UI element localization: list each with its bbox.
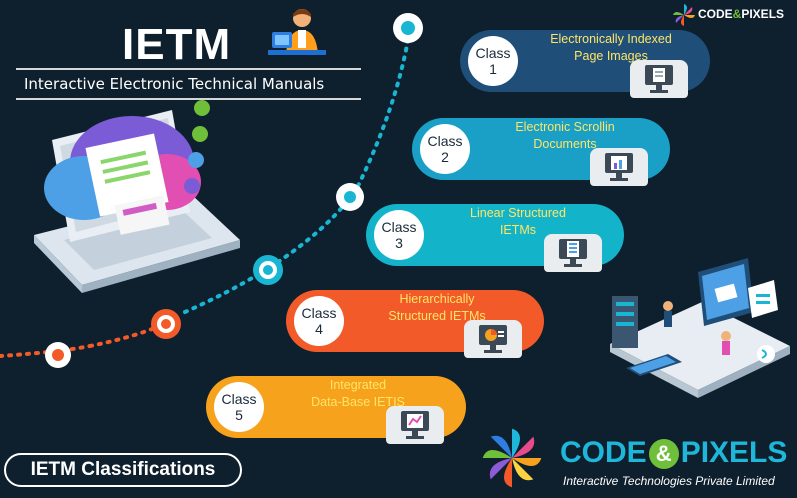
class-number: 5 <box>235 407 243 423</box>
ring-marker <box>253 255 283 285</box>
class-card-5: Class 5 Integrated Data-Base IETIS <box>206 376 466 444</box>
class-label-line1: Linear Structured <box>470 206 566 220</box>
class-card-1: Class 1 Electronically Indexed Page Imag… <box>460 30 710 98</box>
class-badge: Class 1 <box>468 36 518 86</box>
monitor-icon-tray <box>386 406 444 444</box>
subtitle: Interactive Electronic Technical Manuals <box>24 75 325 93</box>
brand-name-amp: & <box>648 439 679 470</box>
monitor-icon-tray <box>590 148 648 186</box>
class-number: 4 <box>315 321 323 337</box>
brand-name-pixels: PIXELS <box>680 436 788 469</box>
class-label-line1: Integrated <box>329 378 387 392</box>
class-label-line1: Hierarchically <box>399 292 475 306</box>
class-badge: Class 3 <box>374 210 424 260</box>
class-label-line2: Structured IETMs <box>388 309 486 323</box>
monitor-icon-tray <box>464 320 522 358</box>
ring-marker <box>45 342 71 368</box>
class-label-line2: IETMs <box>499 223 537 237</box>
brand-name-pixels: PIXELS <box>741 7 785 21</box>
class-label-line1: Electronic Scrollin <box>515 120 615 134</box>
classification-label: IETM Classifications <box>4 453 242 487</box>
class-number: 1 <box>489 61 497 77</box>
class-label: Electronically Indexed Page Images <box>522 24 700 72</box>
ring-marker <box>336 183 364 211</box>
ring-marker <box>393 13 423 43</box>
class-card-2: Class 2 Electronic Scrollin Documents <box>412 118 670 186</box>
class-badge: Class 2 <box>420 124 470 174</box>
class-card-4: Class 4 Hierarchically Structured IETMs <box>286 290 544 358</box>
class-label-line1: Electronically Indexed <box>550 32 672 46</box>
class-number: 3 <box>395 235 403 251</box>
class-badge: Class 5 <box>214 382 264 432</box>
ring-marker <box>151 309 181 339</box>
pinwheel-logo-icon <box>673 4 695 26</box>
class-word: Class <box>475 45 511 61</box>
cloud-laptop-illustration <box>34 100 240 293</box>
divider <box>16 98 361 100</box>
person-at-desk-icon <box>268 9 326 55</box>
database-chart-icon <box>401 411 429 439</box>
class-word: Class <box>381 219 417 235</box>
brand-name-amp: & <box>732 7 742 21</box>
class-label: Linear Structured IETMs <box>428 198 608 246</box>
class-number: 2 <box>441 149 449 165</box>
class-label: Integrated Data-Base IETIS <box>268 370 448 418</box>
brand-name-code: CODE <box>560 436 647 469</box>
class-label-line2: Documents <box>533 137 597 151</box>
class-card-3: Class 3 Linear Structured IETMs <box>366 204 624 272</box>
monitor-icon-tray <box>630 60 688 98</box>
brand-tagline: Interactive Technologies Private Limited <box>563 474 775 488</box>
monitor-icon-tray <box>544 234 602 272</box>
class-label: Electronic Scrollin Documents <box>474 112 656 160</box>
scroll-document-icon <box>605 153 633 181</box>
class-label-line2: Data-Base IETIS <box>311 395 405 409</box>
class-word: Class <box>301 305 337 321</box>
class-label-line2: Page Images <box>574 49 648 63</box>
class-word: Class <box>221 391 257 407</box>
divider <box>16 68 361 70</box>
document-page-icon <box>645 65 673 93</box>
class-word: Class <box>427 133 463 149</box>
brand-logo: CODE&PIXELS <box>560 436 787 470</box>
brand-logo-small: CODE&PIXELS <box>698 7 784 21</box>
brand-name-code: CODE <box>698 7 733 21</box>
class-label: Hierarchically Structured IETMs <box>348 284 526 332</box>
page-title: IETM <box>122 20 232 69</box>
linear-structure-icon <box>559 239 587 267</box>
pinwheel-logo-icon <box>482 428 542 488</box>
hierarchy-chart-icon <box>479 325 507 353</box>
isometric-datacenter-illustration <box>610 258 790 398</box>
class-badge: Class 4 <box>294 296 344 346</box>
subtitle-bar: Interactive Electronic Technical Manuals <box>16 68 361 100</box>
